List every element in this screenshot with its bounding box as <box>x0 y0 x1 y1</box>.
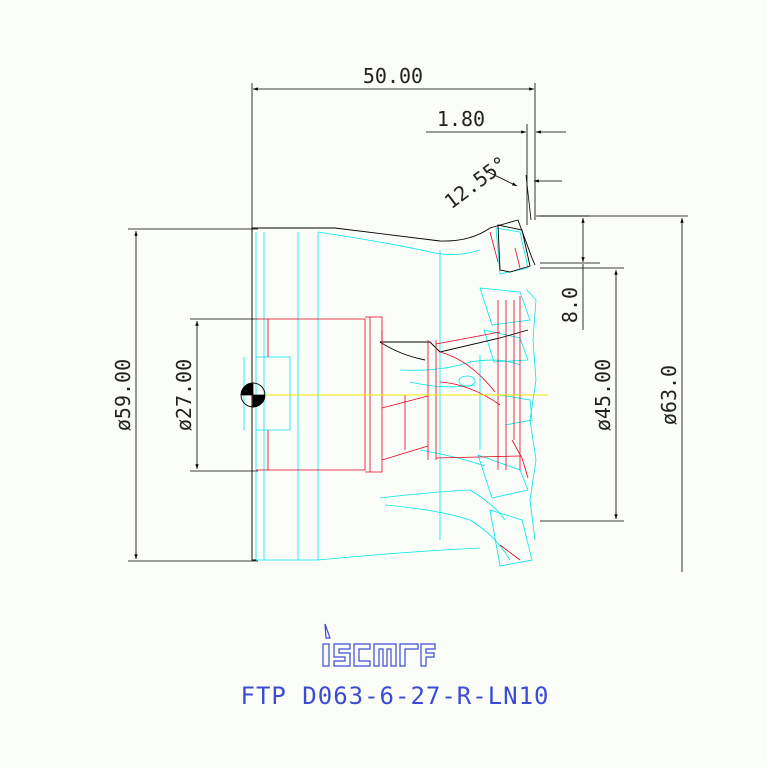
dimension-body-diameter: ø59.00 <box>111 228 258 562</box>
center-mark-icon <box>240 382 266 408</box>
part-number: FTP D063-6-27-R-LN10 <box>241 682 550 710</box>
dimension-bore-diameter: ø27.00 <box>172 318 258 472</box>
label-angle: 12.55° <box>440 151 512 214</box>
label-cutting-diameter: ø63.0 <box>657 365 681 425</box>
dimension-cutting-diameter: ø63.0 <box>540 215 688 572</box>
dimension-inner-diameter: ø45.00 <box>540 267 624 522</box>
label-bore-diameter: ø27.00 <box>172 359 196 431</box>
dimension-step-length: 1.80 <box>426 107 566 225</box>
body-red-section <box>256 231 529 561</box>
label-step-length: 1.80 <box>437 107 485 131</box>
dimension-overall-length: 50.00 <box>251 64 536 232</box>
dimension-angle: 12.55° <box>440 151 562 221</box>
label-body-diameter: ø59.00 <box>111 359 135 431</box>
cutter-body <box>240 219 548 567</box>
body-black-outline <box>251 219 536 561</box>
label-insert-height: 8.0 <box>558 287 582 323</box>
brand-logo <box>322 623 436 667</box>
label-inner-diameter: ø45.00 <box>591 359 615 431</box>
dimension-insert-height: 8.0 <box>536 215 600 330</box>
body-cyan-edges <box>243 227 537 567</box>
label-overall-length: 50.00 <box>363 64 423 88</box>
